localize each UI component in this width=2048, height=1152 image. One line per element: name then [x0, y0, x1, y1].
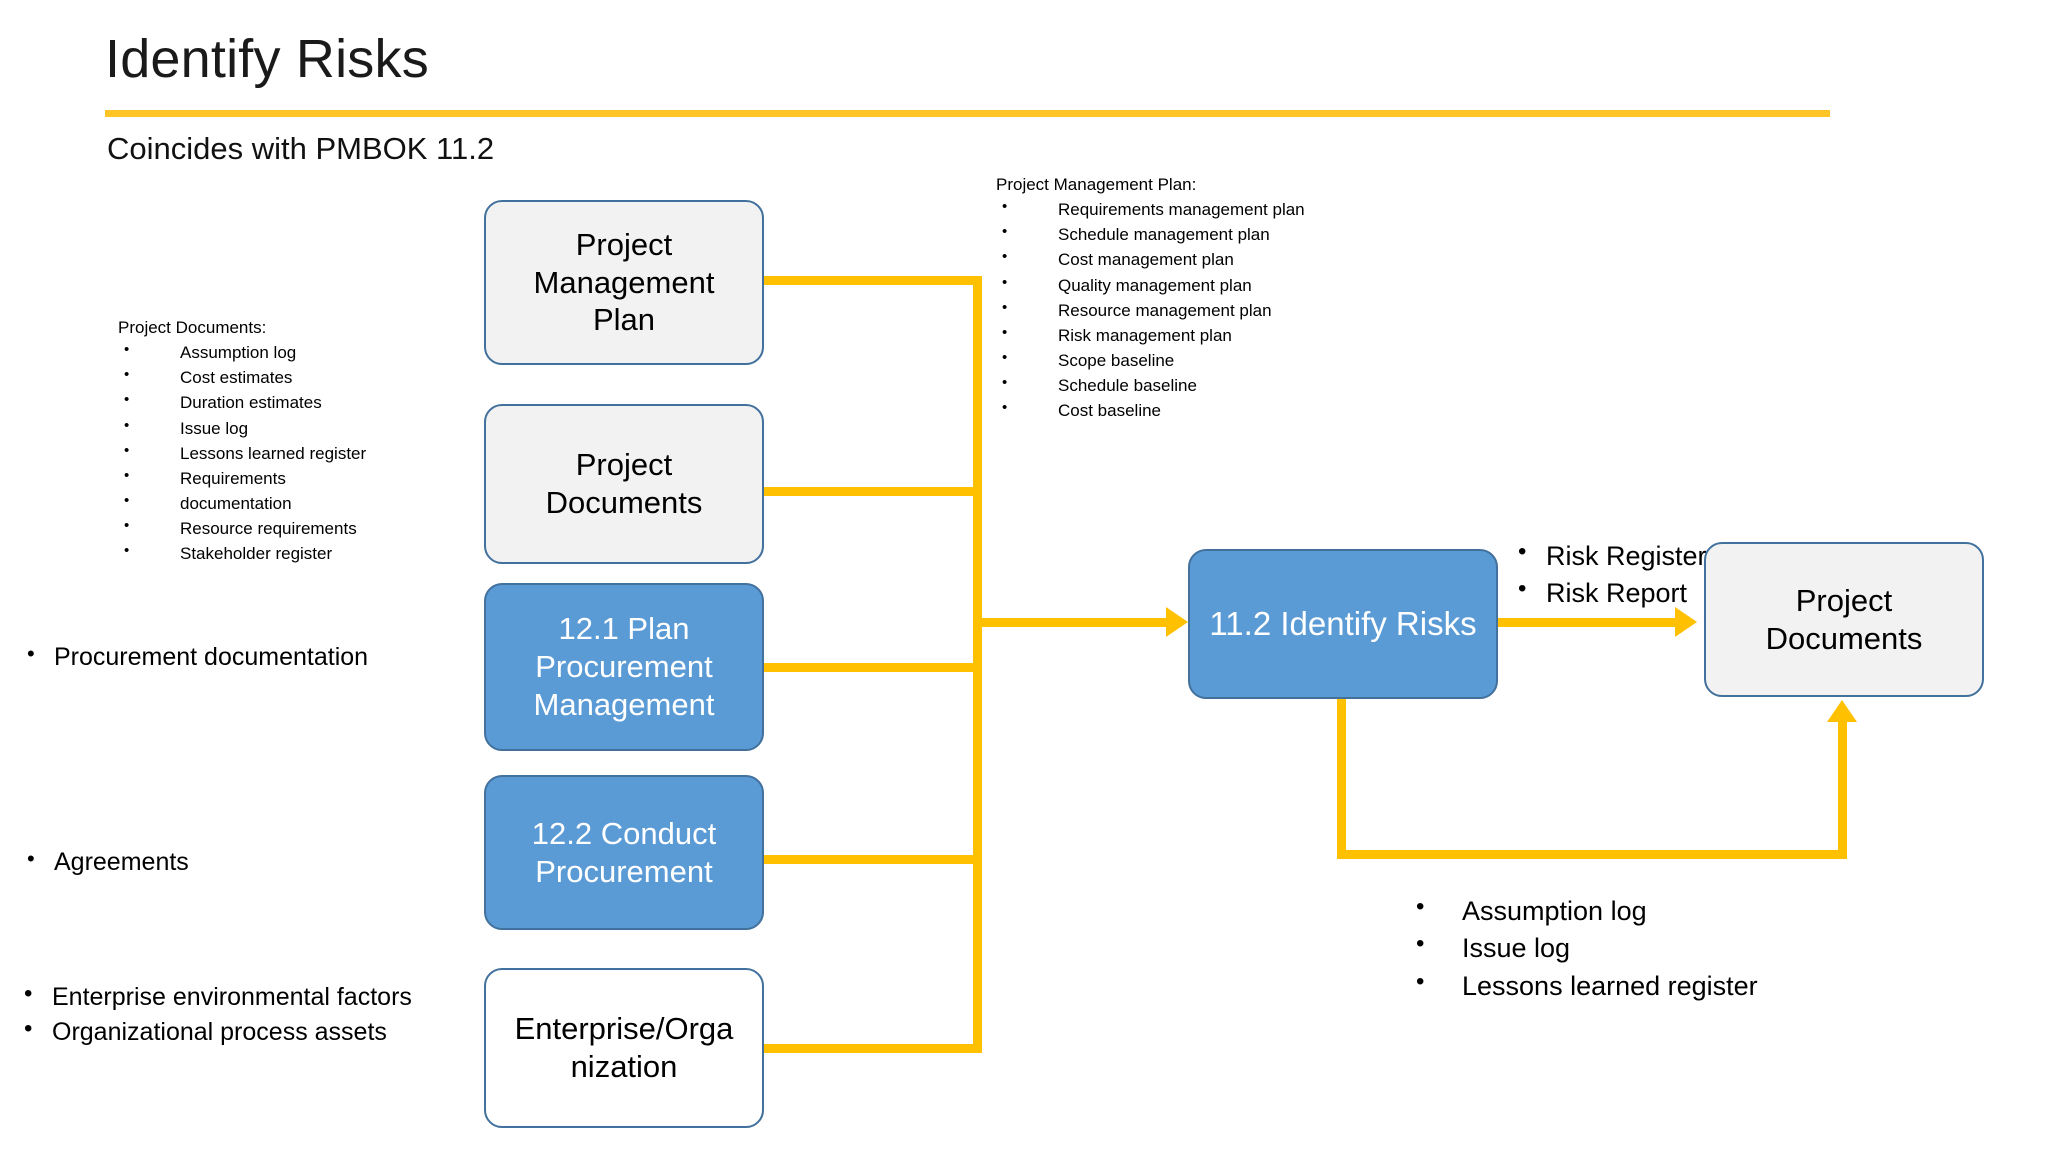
box-enterprise-organization[interactable]: Enterprise/Orga nization [484, 968, 764, 1128]
list-item: Schedule management plan [996, 221, 1305, 247]
title-underline-rule [105, 110, 1830, 117]
project-management-plan-note-heading: Project Management Plan: [996, 175, 1197, 194]
box-12-2-conduct-procurement[interactable]: 12.2 Conduct Procurement [484, 775, 764, 930]
project-documents-note: Project Documents: Assumption log Cost e… [118, 315, 366, 567]
list-item: Requirements management plan [996, 196, 1305, 222]
bullet-label: Organizational process assets [52, 1017, 387, 1046]
connector-enterprise-to-bus [764, 1044, 982, 1053]
page-title: Identify Risks [105, 29, 429, 89]
list-item: Risk management plan [996, 322, 1305, 348]
list-item: Cost baseline [996, 397, 1305, 423]
feedback-item-label: Assumption log [1462, 896, 1647, 926]
bullet-procurement-documentation: Procurement documentation [22, 638, 369, 676]
arrowhead-into-project-documents [1675, 607, 1697, 637]
feedback-loop-up [1838, 722, 1847, 854]
project-documents-note-list: Assumption log Cost estimates Duration e… [118, 339, 366, 566]
bullet-label: Agreements [54, 848, 189, 876]
box-label-line: nization [570, 1049, 678, 1084]
list-item: Resource requirements [118, 515, 366, 541]
feedback-loop-down [1337, 699, 1346, 859]
list-item: Duration estimates [118, 389, 366, 415]
box-label-line: Management [533, 264, 715, 300]
feedback-updates-list: Assumption log Issue log Lessons learned… [1410, 890, 1758, 1005]
bullet-agreements: Agreements [22, 843, 189, 881]
box-label-line: Plan [592, 302, 656, 338]
box-label-line: Documents [1765, 620, 1923, 656]
list-item: documentation [118, 490, 366, 516]
output-label: Risk Report [1546, 578, 1688, 609]
feedback-loop-across [1337, 850, 1847, 859]
list-item: Issue log [118, 415, 366, 441]
box-label-line: 12.1 Plan [558, 611, 690, 647]
bullet-label: Enterprise environmental factors [52, 983, 412, 1011]
list-item: Schedule baseline [996, 372, 1305, 398]
list-item: Cost management plan [996, 246, 1305, 272]
box-12-1-plan-procurement-management[interactable]: 12.1 Plan Procurement Management [484, 583, 764, 751]
list-item: Scope baseline [996, 347, 1305, 373]
box-label-line: 12.2 Conduct [531, 815, 717, 851]
list-item: Assumption log [118, 339, 366, 365]
bullets-eef-opa: Enterprise environmental factors Organiz… [22, 977, 412, 1049]
box-label-line: Procurement [535, 649, 713, 685]
connector-12-1-to-bus [764, 663, 982, 672]
bullet-label: Procurement documentation [54, 643, 369, 671]
arrowhead-feedback-into-project-documents [1827, 700, 1857, 722]
arrowhead-into-identify-risks [1166, 607, 1188, 637]
list-item: Cost estimates [118, 364, 366, 390]
connector-pmp-to-bus [764, 276, 982, 285]
list-item: Requirements [118, 465, 366, 491]
page-subtitle: Coincides with PMBOK 11.2 [107, 131, 495, 166]
box-label: 11.2 Identify Risks [1209, 605, 1477, 643]
project-management-plan-note-list: Requirements management plan Schedule ma… [996, 196, 1305, 423]
list-item: Stakeholder register [118, 540, 366, 566]
list-item: Resource management plan [996, 297, 1305, 323]
box-label-line: Project [1795, 582, 1893, 618]
box-label-line: Management [533, 686, 715, 722]
box-label-line: Project [575, 226, 673, 262]
box-project-documents-input[interactable]: Project Documents [484, 404, 764, 564]
connector-identify-risks-to-project-documents [1498, 618, 1678, 627]
box-label-line: Project [575, 447, 673, 483]
list-item: Quality management plan [996, 272, 1305, 298]
feedback-item-label: Issue log [1462, 933, 1571, 964]
box-project-management-plan[interactable]: Project Management Plan [484, 200, 764, 365]
box-label-line: Enterprise/Orga [514, 1011, 734, 1047]
connector-docs-to-bus [764, 487, 982, 496]
box-project-documents-output[interactable]: Project Documents [1704, 542, 1984, 697]
box-label-line: Procurement [535, 853, 713, 889]
list-item: Lessons learned register [118, 440, 366, 466]
outputs-list: Risk Register Risk Report [1516, 535, 1707, 613]
box-11-2-identify-risks[interactable]: 11.2 Identify Risks [1188, 549, 1498, 699]
feedback-item-label: Lessons learned register [1462, 970, 1758, 1001]
project-management-plan-note: Project Management Plan: Requirements ma… [996, 172, 1305, 424]
connector-bus-to-identify-risks [973, 618, 1169, 627]
output-label: Risk Register [1546, 541, 1707, 571]
project-documents-note-heading: Project Documents: [118, 318, 267, 337]
connector-vertical-bus [973, 276, 982, 1053]
box-label-line: Documents [545, 485, 703, 520]
connector-12-2-to-bus [764, 855, 982, 864]
